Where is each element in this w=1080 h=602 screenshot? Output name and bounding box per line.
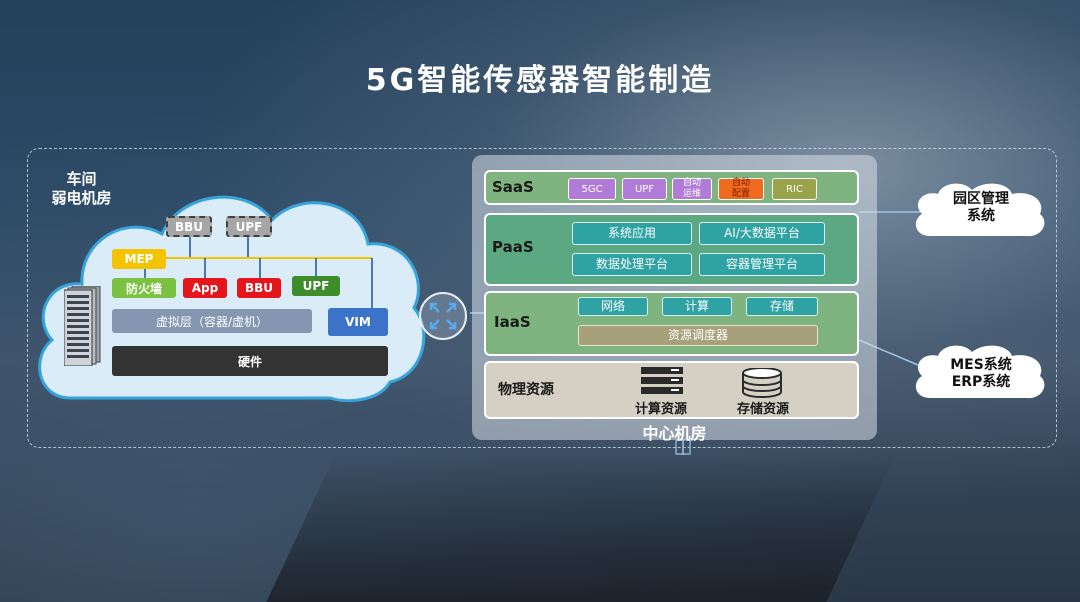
mes-system-label: MES系统 [950, 357, 1012, 373]
iaas-compute: 计算 [662, 297, 732, 316]
park-management-cloud: 园区管理 系统 [912, 180, 1050, 242]
saas-5gc: 5GC [568, 178, 616, 200]
paas-ai-bigdata: AI/大数据平台 [699, 222, 825, 245]
mep-box: MEP [112, 249, 166, 269]
central-room-caption: 中心机房 [642, 424, 707, 443]
firewall-box: 防火墙 [112, 278, 176, 298]
physical-label: 物理资源 [498, 382, 554, 398]
system-boundary [27, 148, 1057, 448]
upf-top-box: UPF [226, 216, 272, 237]
compute-resources-label: 计算资源 [635, 402, 688, 417]
iaas-network: 网络 [578, 297, 648, 316]
paas-container-mgmt: 容器管理平台 [699, 253, 825, 276]
app-box: App [183, 278, 227, 298]
park-management-line2: 系统 [967, 208, 995, 224]
storage-database-icon [742, 368, 782, 398]
saas-upf: UPF [622, 178, 667, 200]
bbu-top-box: BBU [166, 216, 212, 237]
page-title: 5G智能传感器智能制造 [365, 63, 715, 98]
iaas-label: IaaS [494, 313, 531, 331]
virtual-layer-box: 虚拟层（容器/虚机） [112, 309, 312, 333]
saas-auto-ops: 自动 运维 [672, 178, 712, 200]
erp-system-label: ERP系统 [951, 374, 1011, 390]
vim-box: VIM [328, 308, 388, 336]
storage-resources-label: 存储资源 [737, 402, 790, 417]
iaas-storage: 存储 [746, 297, 818, 316]
workshop-label-line1: 车间 [66, 170, 97, 188]
mes-erp-cloud: MES系统 ERP系统 [912, 340, 1050, 404]
paas-data-processing: 数据处理平台 [572, 253, 692, 276]
saas-ric: RIC [772, 178, 817, 200]
resource-scheduler: 资源调度器 [578, 325, 818, 346]
compute-server-icon [641, 367, 683, 394]
bbu-box: BBU [237, 278, 281, 298]
saas-label: SaaS [492, 178, 534, 196]
server-rack-icon [64, 286, 101, 366]
link-icon [419, 292, 467, 340]
workshop-label: 车间 弱电机房 [44, 170, 119, 208]
park-management-line1: 园区管理 [953, 191, 1009, 207]
hardware-box: 硬件 [112, 346, 388, 376]
paas-system-apps: 系统应用 [572, 222, 692, 245]
upf-box: UPF [292, 276, 340, 296]
workshop-label-line2: 弱电机房 [51, 189, 112, 207]
saas-auto-config: 自动 配置 [718, 178, 764, 200]
paas-label: PaaS [492, 238, 534, 256]
